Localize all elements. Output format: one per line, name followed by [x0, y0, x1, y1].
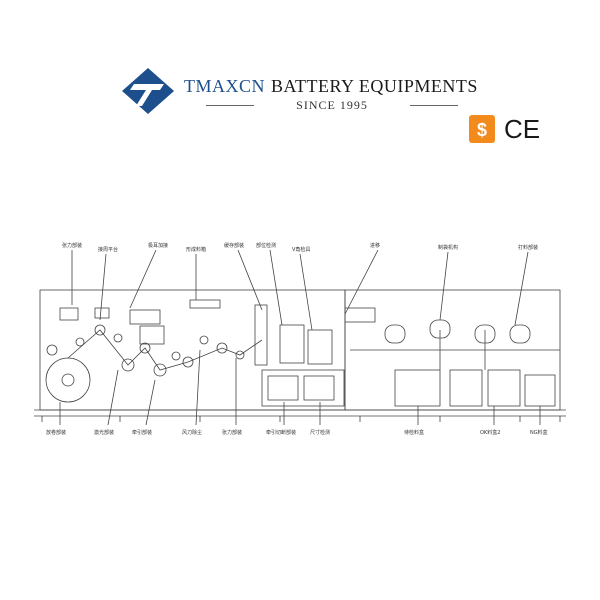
label-v-angle-tool: V角检具 — [292, 246, 310, 253]
label-traction-cutting: 牵引切断部装 — [266, 429, 296, 436]
since-text: SINCE 1995 — [206, 98, 458, 113]
label-unwind-unit: 放卷部装 — [46, 429, 66, 436]
label-tension-unit-bottom: 张力部装 — [222, 429, 242, 436]
label-ng-box: NG料盒 — [530, 429, 548, 436]
tmaxcn-logo-icon — [122, 68, 174, 114]
label-size-detection: 尺寸检测 — [310, 429, 330, 436]
label-pending-box: 待检料盒 — [404, 429, 424, 436]
label-receiving-platform: 接周平台 — [98, 246, 118, 253]
brand-tagline: BATTERY EQUIPMENTS — [271, 76, 478, 96]
label-ok-box-2: OK料盒2 — [480, 429, 500, 436]
label-air-knife-dust: 风刀除尘 — [182, 429, 202, 436]
label-forming-box: 形成料箱 — [186, 246, 206, 253]
svg-text:$: $ — [477, 120, 487, 140]
label-traction-unit: 牵引部装 — [132, 429, 152, 436]
label-feeding-unit: 打料部装 — [518, 244, 538, 251]
label-buffer-unit: 缓存部装 — [224, 242, 244, 249]
label-transfer: 进移 — [370, 242, 380, 249]
label-laser-unit: 激光部装 — [94, 429, 114, 436]
label-tension-unit-top: 张力部装 — [62, 242, 82, 249]
ce-icon: CE — [504, 114, 541, 144]
ccc-icon: $ — [469, 115, 495, 143]
machine-layout-diagram: 张力部装 接周平台 极耳加接 形成料箱 缓存部装 部位检测 V角检具 进移 制袋… — [34, 242, 566, 436]
label-bag-making: 制袋机构 — [438, 244, 458, 251]
brand-name: TMAXCN — [184, 76, 266, 96]
label-position-detection: 部位检测 — [256, 242, 276, 249]
label-tab-welding: 极耳加接 — [148, 242, 168, 249]
